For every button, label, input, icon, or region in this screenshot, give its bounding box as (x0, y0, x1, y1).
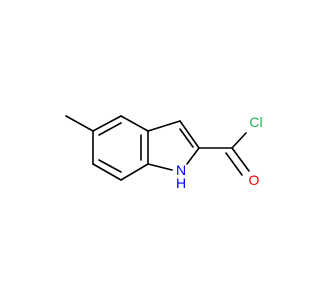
ring-bond-c2-n1 (186, 147, 200, 165)
ring-bond-c4-c4-inner (98, 122, 122, 136)
bond-carbonyl-o-a (231, 147, 250, 172)
molecule-diagram: Cl O N H (65, 114, 263, 191)
ring-bond-c5-c4 (92, 115, 122, 132)
ring-bond-c3a-c3 (147, 120, 181, 132)
ring-bond-c7-c6 (92, 163, 122, 181)
bond-carbonyl-cl (231, 132, 247, 149)
atom-cl-label: Cl (249, 114, 262, 130)
ring-bond-c3-c2-inner (179, 128, 194, 148)
atom-h-label: H (176, 175, 186, 191)
ring-bond-c7-c6-inner (98, 159, 122, 173)
methyl-bond (65, 115, 94, 132)
ring-bond-c4-c3a (120, 115, 149, 132)
ring-bond-c7a-c7 (120, 163, 149, 181)
bond-carbonyl-o-b (225, 152, 243, 176)
ring-bond-c3-c2 (179, 120, 200, 149)
atom-o-label: O (249, 172, 260, 188)
atom-n-label: N (176, 162, 186, 178)
ring-bond-n1-c7a (147, 163, 173, 171)
